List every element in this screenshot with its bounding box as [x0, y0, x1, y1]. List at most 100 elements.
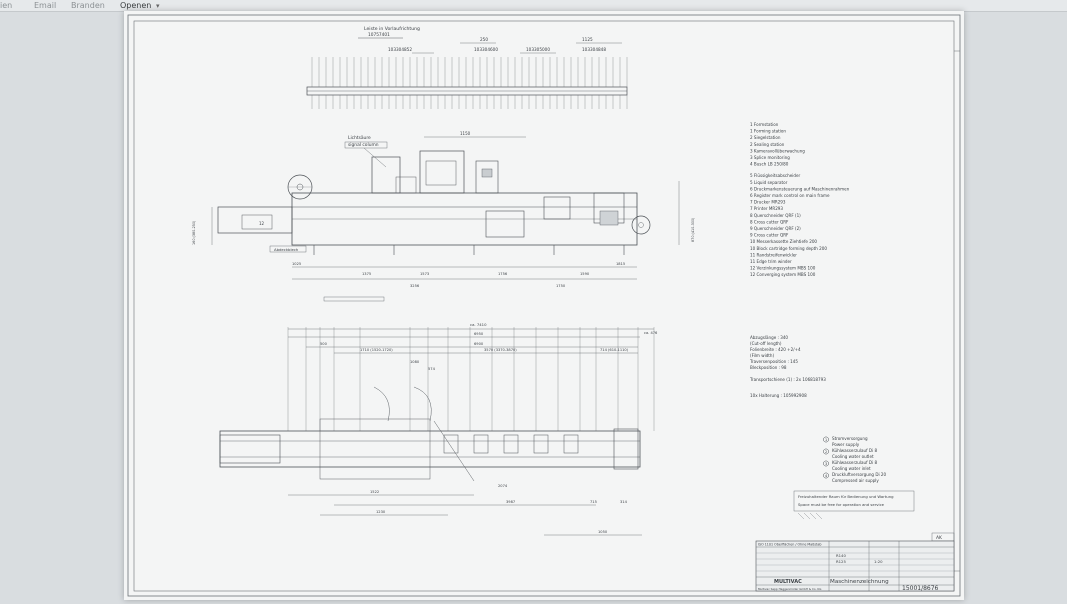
legend-line: 5 Liquid separator [750, 180, 788, 185]
spec-transportschiene: Transportschiene (1) : 2x 106818793 [749, 377, 826, 382]
part-d-label: 103304848 [582, 47, 606, 52]
spec-line: (Film width) [750, 353, 775, 358]
outer-frame [127, 14, 961, 597]
utility-en: Compressed air supply [832, 478, 879, 483]
legend-line: 7 Drucker MR293 [750, 200, 786, 205]
dim-1125: 1125 [582, 37, 593, 42]
legend-line: 3 Splice monitoring [750, 155, 790, 160]
part-c-label: 103305000 [526, 47, 550, 52]
chevron-down-icon[interactable]: ▾ [156, 2, 160, 10]
forming-station [371, 156, 401, 194]
dim-574: 574 [428, 367, 436, 371]
spec-line: Bleckposition : 98 [750, 365, 787, 370]
dim-ca7410: ca. 7410 [470, 322, 487, 327]
menu-item-openen[interactable]: Openen [120, 1, 152, 10]
label-abdeckblech: Abdeckblech [274, 247, 299, 252]
dim-1050: 1050 [598, 530, 608, 534]
technical-drawing: Leiste in Vorlaufrichtung 10757401 10330… [127, 14, 961, 597]
dim-2074: 2074 [498, 484, 508, 488]
inner-frame [133, 20, 955, 592]
dim-714: 714 (610-1110) [600, 348, 629, 352]
legend-line: 9 Cross cutter QRF [750, 233, 789, 238]
utility-marker-icon [823, 436, 829, 443]
utility-de: Druckluftversorgung Di 20 [832, 472, 887, 477]
legend-line: 6 Register mark control on main frame [750, 193, 830, 198]
title-r3: 1:20 [874, 559, 883, 564]
dim-1590: 1590 [580, 272, 590, 276]
menu-item-ien[interactable]: ien [0, 1, 13, 10]
dim-500: 500 [320, 342, 328, 346]
utility-number: 1 [825, 438, 827, 442]
menu-item-email[interactable]: Email [34, 1, 57, 10]
dim-1230: 1230 [376, 510, 386, 514]
legend-line: 2 Sealing station [750, 142, 785, 147]
menu-item-branden[interactable]: Branden [71, 1, 105, 10]
doc-title: Maschinenzeichnung [830, 579, 889, 585]
infeed-unit [217, 206, 293, 234]
cross-cutter [543, 196, 571, 220]
part-a-label: 103304852 [388, 47, 412, 52]
legend-line: 4 Busch LB 250/80 [750, 162, 789, 167]
title-r2: R125 [836, 559, 846, 564]
legend-line: 2 Siegelstation [750, 135, 781, 140]
utility-de: Kühlwasserzulauf Di 8 [832, 460, 877, 465]
legend-line: 9 Querschneider QRF (2) [750, 226, 801, 231]
service-note-en: Space must be free for operation and ser… [798, 502, 885, 507]
spec-block: Abzugslänge : 340(Cut-off length)Folienb… [749, 335, 801, 370]
dim-6950: 6950 [474, 332, 484, 336]
dim-1573: 1573 [420, 272, 429, 276]
utility-number: 3 [825, 462, 827, 466]
spec-line: Traversenposition : 145 [749, 359, 798, 364]
title-r1: R140 [836, 553, 846, 558]
legend-line: 12 Converging system MBS 100 [750, 272, 816, 277]
utility-marker-icon [823, 472, 829, 479]
legend-line: 12 Verzinkungssystem MBS 100 [750, 266, 816, 271]
utility-de: Stromversorgung [832, 436, 868, 441]
legend-line: 5 Flüssigkeitsabscheider [750, 173, 800, 178]
dim-6900: 6900 [474, 342, 484, 346]
drawing-sheet: Leiste in Vorlaufrichtung 10757401 10330… [124, 11, 964, 600]
title-block: ISO 1101 Oberflächen / Ohne Maßstab R140… [755, 540, 955, 592]
dim-1150: 1150 [460, 131, 471, 136]
dim-3256: 3256 [410, 284, 420, 288]
legend-line: 7 Printer MR293 [750, 206, 783, 211]
utility-marker-icon [823, 448, 829, 455]
legend-line: 10 Block cartridge forming depth 200 [750, 246, 827, 251]
top-view: Leiste in Vorlaufrichtung 10757401 10330… [306, 26, 628, 109]
sheet-tag: AK [936, 535, 942, 541]
spec-line: Abzugslänge : 340 [750, 335, 788, 340]
dim-3570: 3570 (3370-3870) [484, 348, 517, 352]
dim-1750: 1750 [556, 284, 566, 288]
legend-line: 8 Querschneider QRF (1) [750, 213, 801, 218]
dim-1080: 1080 [410, 360, 420, 364]
sealing-station [419, 150, 465, 194]
utility-de: Kühlwasserzulauf Di 8 [832, 448, 877, 453]
top-view-header: Leiste in Vorlaufrichtung [364, 26, 420, 32]
utility-marker-icon [823, 460, 829, 467]
dim-1815: 1815 [616, 262, 625, 266]
dim-1375: 1375 [362, 272, 371, 276]
legend-line: 3 Kameravollüberwachung [750, 148, 805, 153]
dim-right-height: 870 (410-300) [691, 217, 695, 242]
svg-text:12: 12 [259, 221, 265, 226]
service-note-de: Freizuhaltender Raum für Bedienung und W… [798, 494, 894, 499]
edge-trim-winder [631, 215, 651, 235]
plan-view: ca. 7410 ca. 476 6950 6900 500 1710 (152… [219, 322, 658, 536]
utility-en: Cooling water inlet [832, 466, 871, 471]
legend-line: 8 Cross cutter QRF [750, 219, 789, 224]
dim-1756: 1756 [498, 272, 508, 276]
iso-note: ISO 1101 Oberflächen / Ohne Maßstab [758, 543, 821, 547]
spec-line: (Cut-off length) [750, 341, 782, 346]
legend-line: 6 Druckmarkensteuerung auf Maschinenrahm… [750, 186, 850, 191]
dim-left-height: 160 (380-250) [192, 220, 196, 245]
utility-number: 2 [825, 450, 827, 454]
dim-715: 715 [590, 500, 597, 504]
utility-number: 4 [825, 474, 827, 478]
dim-1522: 1522 [370, 490, 379, 494]
spec-line: Folienbreite : 420 +2/+4 [750, 347, 801, 352]
side-view: Lichtsäure signal column 1150 12 160 (38… [192, 131, 695, 302]
dim-3987: 3987 [506, 500, 515, 504]
spec-halterung: 10x Halterung : 105992908 [750, 393, 807, 398]
legend-line: 11 Edge trim winder [750, 259, 792, 264]
